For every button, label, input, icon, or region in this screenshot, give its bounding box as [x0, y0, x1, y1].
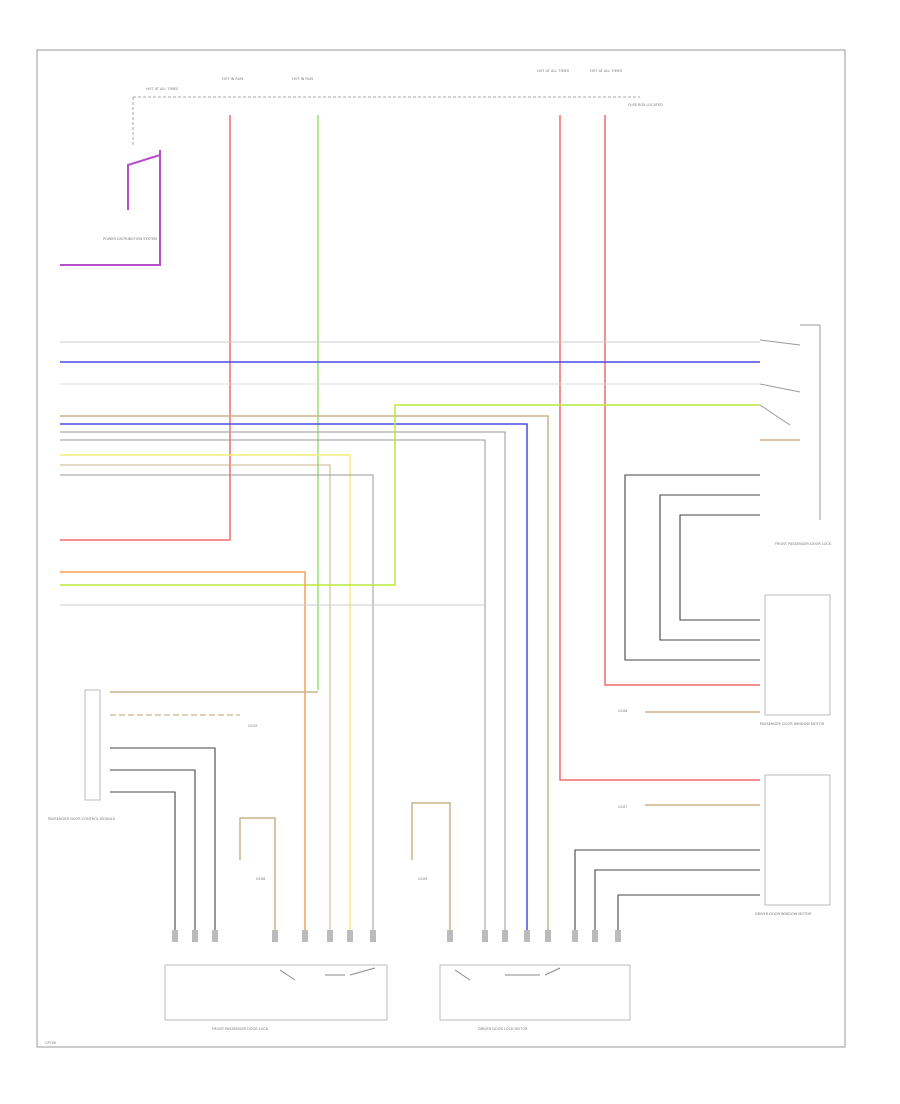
left-module-box [84, 689, 101, 801]
red-wire-3 [604, 115, 760, 686]
bus-tan [60, 415, 549, 940]
left-module-label: PASSENGER DOOR CONTROL MODULE [48, 817, 115, 821]
red-wire-1 [60, 115, 231, 541]
orange-wire [60, 571, 306, 940]
bus-gray-3 [60, 431, 506, 940]
lime-wire [60, 404, 760, 586]
bottom-switch-symbols [279, 967, 561, 981]
bus-blue-2 [60, 423, 528, 940]
connector-pins [172, 930, 621, 942]
fuse-label-2: HOT IN RUN [222, 77, 243, 81]
tan-ground-loop-1 [239, 817, 276, 940]
driver-door-lock-motor-box [439, 964, 631, 1021]
ground-4-label: G108 [256, 877, 265, 881]
ground-2-label: G106 [618, 709, 627, 713]
right-switches [759, 324, 821, 520]
diagram-id: CP700 [45, 1041, 56, 1045]
fuse-label-1: HOT AT ALL TIMES [146, 87, 179, 91]
fuse-label-3: HOT IN RUN [292, 77, 313, 81]
bus-yellow [60, 454, 351, 940]
bus-gray-4 [60, 439, 486, 940]
fuse-note-right: FUSE BOX LOCATED [628, 103, 663, 107]
bottom-left-module-label: FRONT PASSENGER DOOR LOCK [212, 1027, 269, 1031]
ground-5-label: G109 [418, 877, 427, 881]
relay-lower-right-label-2: DRIVER DOOR WINDOW MOTOR [755, 912, 812, 916]
tan-ground-loop-2 [411, 802, 451, 940]
right-lower-black-wires [574, 804, 760, 940]
front-passenger-door-lock-box [164, 964, 388, 1021]
passenger-window-motor-box [764, 594, 831, 716]
left-module-wires [110, 691, 318, 940]
bus-gray-5 [60, 474, 374, 940]
bottom-right-module-label: DRIVER DOOR LOCK MOTOR [478, 1027, 528, 1031]
relay-lower-right-label-1: PASSENGER DOOR WINDOW MOTOR [760, 722, 825, 726]
right-black-wires [624, 474, 760, 713]
fuse-label-5: HOT AT ALL TIMES [590, 69, 623, 73]
ground-1-label: G105 [248, 724, 257, 728]
relay-right-label: FRONT PASSENGER DOOR LOCK [775, 542, 832, 546]
power-distribution-label: POWER DISTRIBUTION SYSTEM [103, 237, 157, 241]
bus-tan-2 [60, 464, 331, 940]
diagram-frame [36, 49, 846, 1048]
ground-3-label: G107 [618, 805, 627, 809]
driver-window-motor-box [764, 774, 831, 906]
red-wire-2 [559, 115, 760, 781]
purple-wire [60, 150, 161, 266]
fuse-label-4: HOT AT ALL TIMES [537, 69, 570, 73]
